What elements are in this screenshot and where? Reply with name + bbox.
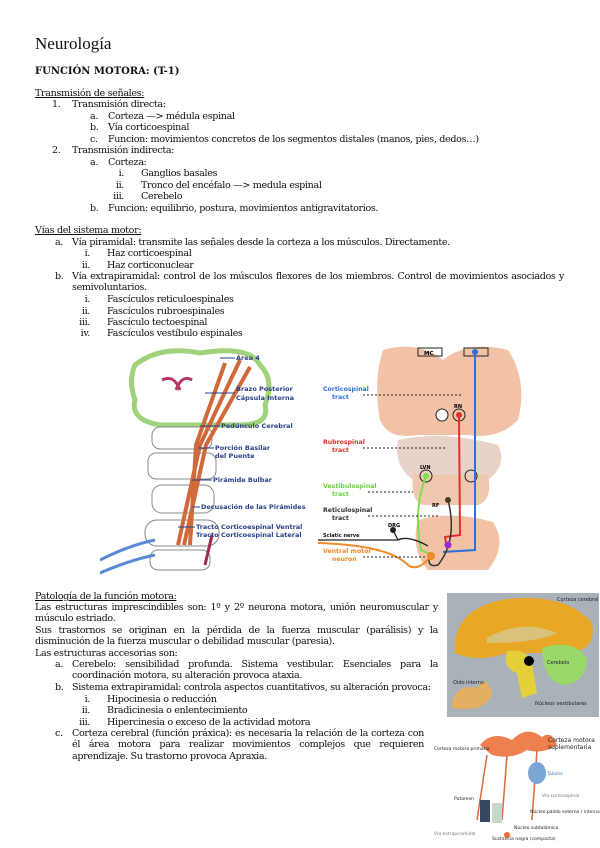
subheading-vias: Vías del sistema motor: bbox=[35, 225, 142, 236]
list-marker: b. bbox=[90, 122, 99, 133]
list-marker: a. bbox=[55, 659, 64, 670]
figure-label: RN bbox=[454, 404, 462, 410]
figure-label: Vestibulospinal bbox=[323, 483, 377, 490]
brain-sagittal-figure: Corteza cerebral Cerebelo Oído interno N… bbox=[447, 593, 599, 717]
figure-label: Reticulospinal bbox=[323, 507, 372, 514]
list-marker: b. bbox=[55, 682, 64, 693]
figure-label: tract bbox=[332, 491, 349, 498]
figure-label: Sustancia negra (compacta) bbox=[492, 836, 556, 842]
page-title: Neurología bbox=[35, 34, 112, 53]
pyramidal-tract-figure: Área 4 Brazo Posterior Cápsula Interna P… bbox=[100, 348, 306, 575]
list-item: Hipocinesia o reducción bbox=[107, 694, 217, 705]
figure-label: Sciatic nerve bbox=[323, 533, 360, 539]
figure-label: DRG bbox=[388, 523, 400, 529]
list-marker: a. bbox=[55, 237, 64, 248]
list-item: Ganglios basales bbox=[141, 168, 218, 179]
list-item: Cerebelo bbox=[141, 191, 183, 202]
figure-label: tract bbox=[332, 394, 349, 401]
list-item: Fascículos vestíbulo espinales bbox=[107, 328, 243, 339]
list-marker: 2. bbox=[52, 145, 61, 156]
figure-label: Oído interno bbox=[453, 679, 484, 686]
section-heading: FUNCIÓN MOTORA: (T-1) bbox=[35, 66, 180, 77]
list-item: Haz corticoespinal bbox=[107, 248, 192, 259]
list-marker: iii. bbox=[79, 717, 90, 728]
figure-label: Vía extrapiramidal bbox=[434, 830, 475, 837]
paragraph: Las estructuras imprescindibles son: 1º … bbox=[35, 602, 438, 625]
list-marker: a. bbox=[90, 157, 99, 168]
figure-label: Brazo Posterior bbox=[236, 385, 294, 393]
figure-label: Núcleos vestibulares bbox=[535, 700, 587, 707]
figure-label: Ventral motor bbox=[323, 548, 372, 555]
list-item: Funcion: equilibrio, postura, movimiento… bbox=[108, 203, 379, 214]
list-item: Fascículos rubroespinales bbox=[107, 306, 225, 317]
figure-label: neuron bbox=[332, 556, 357, 563]
subheading-transmision: Transmisión de señales: bbox=[35, 88, 145, 99]
list-marker: i. bbox=[118, 168, 125, 179]
list-item: Fascículo tectoespinal bbox=[107, 317, 208, 328]
list-marker: iii. bbox=[113, 191, 124, 202]
figure-label: Tracto Corticoespinal Lateral bbox=[196, 531, 302, 539]
list-item: Hipercinesia o exceso de la actividad mo… bbox=[107, 717, 311, 728]
list-marker: b. bbox=[90, 203, 99, 214]
subheading-patologia: Patología de la función motora: bbox=[35, 591, 177, 602]
figure-label: Núcleo subtalámico bbox=[514, 824, 559, 831]
list-item: Vía extrapiramidal: control de los múscu… bbox=[72, 271, 564, 294]
paragraph: Sus trastornos se originan en la pérdida… bbox=[35, 625, 438, 648]
figure-label: LVN bbox=[420, 465, 431, 471]
list-item: Corteza —> médula espinal bbox=[108, 111, 235, 122]
figure-label: Área 4 bbox=[236, 353, 260, 362]
list-item: Sistema extrapiramidal: controla aspecto… bbox=[72, 682, 431, 693]
list-item: Transmisión indirecta: bbox=[72, 145, 175, 156]
list-item: Bradicinesia o enlentecimiento bbox=[107, 705, 248, 716]
motor-tracts-figure: MC RN LVN RF DRG Corticospinal tract Rub… bbox=[318, 346, 522, 570]
list-item: Fascículos reticuloespinales bbox=[107, 294, 234, 305]
figure-label: tract bbox=[332, 515, 349, 522]
figure-label: Pedúnculo Cerebral bbox=[221, 422, 293, 430]
figure-label: tract bbox=[332, 447, 349, 454]
list-item: Vía corticoespinal bbox=[108, 122, 190, 133]
list-marker: b. bbox=[55, 271, 64, 282]
list-marker: c. bbox=[90, 134, 98, 145]
figure-label: Corticospinal bbox=[323, 386, 369, 393]
list-marker: c. bbox=[55, 728, 63, 739]
list-item: Vía piramidal: transmite las señales des… bbox=[72, 237, 450, 248]
figure-label: Rubrospinal bbox=[323, 439, 365, 446]
list-item: Funcion: movimientos concretos de los se… bbox=[108, 134, 479, 145]
figure-label: Corteza motora suplementaria bbox=[548, 737, 595, 751]
list-item: Tronco del encéfalo —> medula espinal bbox=[141, 180, 322, 191]
figure-label: Putamen bbox=[454, 796, 474, 802]
paragraph: Las estructuras accesorias son: bbox=[35, 648, 178, 659]
list-marker: i. bbox=[84, 294, 91, 305]
figure-label: Decusación de las Pirámides bbox=[201, 503, 306, 511]
list-item: Corteza cerebral (función práxica): es n… bbox=[72, 728, 424, 762]
figure-label: Corteza motora primaria bbox=[434, 746, 490, 752]
figure-label: Cerebelo bbox=[547, 660, 569, 666]
list-marker: 1. bbox=[52, 99, 61, 110]
list-marker: i. bbox=[84, 248, 91, 259]
list-marker: ii. bbox=[81, 260, 90, 271]
figure-label: Corteza cerebral bbox=[557, 597, 598, 603]
figure-label: Cápsula Interna bbox=[236, 394, 294, 402]
list-marker: ii. bbox=[81, 705, 90, 716]
list-marker: ii. bbox=[115, 180, 124, 191]
figure-label: Tálamo bbox=[546, 770, 563, 777]
figure-label: del Puente bbox=[215, 452, 255, 460]
figure-label: Vía corticospinal bbox=[542, 792, 579, 799]
list-marker: i. bbox=[84, 694, 91, 705]
motor-pathways-figure: Corteza motora primaria Tálamo Putamen V… bbox=[434, 731, 600, 842]
list-item: Corteza: bbox=[108, 157, 147, 168]
list-marker: ii. bbox=[81, 306, 90, 317]
list-marker: iv. bbox=[80, 328, 91, 339]
list-item: Haz corticonuclear bbox=[107, 260, 194, 271]
figure-label: Núcleo pálido externo / interno bbox=[530, 808, 600, 815]
figure-label: Pirámide Bulbar bbox=[213, 476, 273, 484]
figure-label: MC bbox=[424, 351, 434, 357]
figure-label: Tracto Corticoespinal Ventral bbox=[196, 523, 302, 531]
list-marker: iii. bbox=[79, 317, 90, 328]
figure-label: RF bbox=[432, 503, 439, 509]
figure-label: Porción Basilar bbox=[215, 444, 271, 452]
list-marker: a. bbox=[90, 111, 99, 122]
list-item: Cerebelo: sensibilidad profunda. Sistema… bbox=[72, 659, 438, 682]
list-item: Transmisión directa: bbox=[72, 99, 166, 110]
